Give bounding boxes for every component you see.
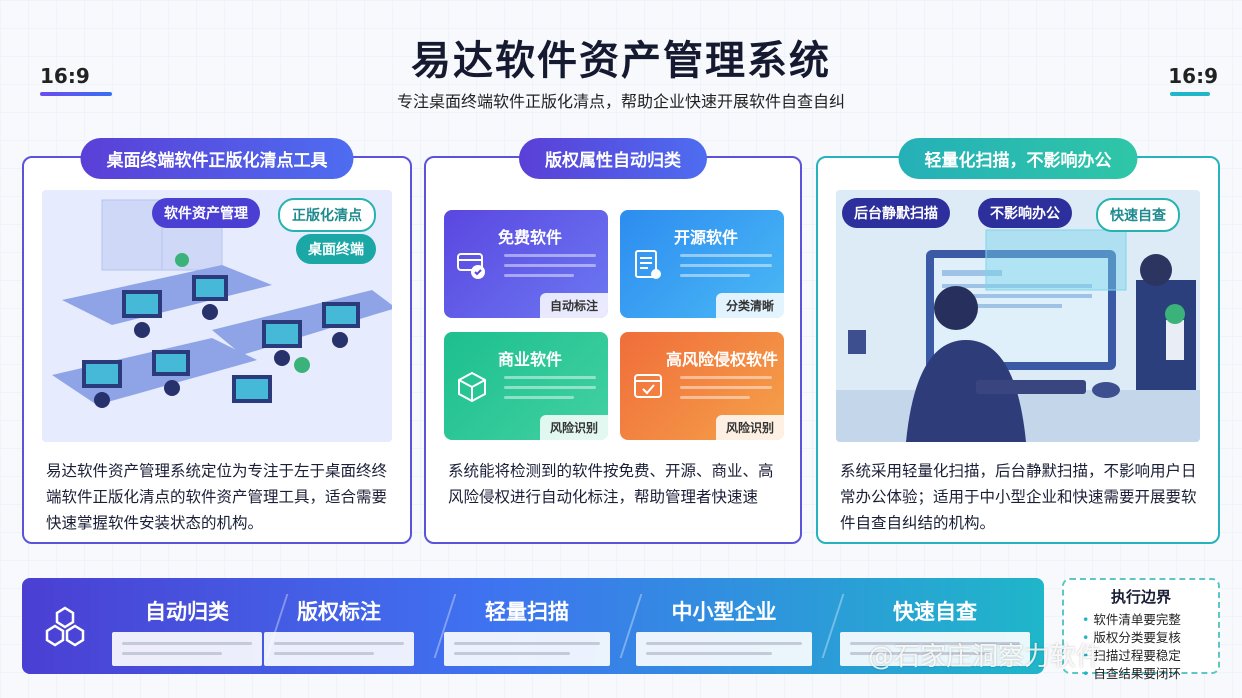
tag-desktop-terminal: 桌面终端 <box>296 234 376 264</box>
tag-silent-scan: 后台静默扫描 <box>842 198 950 228</box>
feature-auto-classify: 自动归类 <box>102 578 272 674</box>
package-box-icon <box>458 371 486 403</box>
feature-light-scan: 轻量扫描 <box>434 578 620 674</box>
tile-open-source: 开源软件 分类清晰 <box>620 210 784 318</box>
aspect-ratio-label-right: 16:9 <box>1168 64 1218 96</box>
card-inventory-tool: 桌面终端软件正版化清点工具 <box>22 138 412 544</box>
tile-name: 商业软件 <box>498 350 563 369</box>
execution-boundary: 执行边界 软件清单要完整 版权分类要复核 扫描过程要稳定 自查结果要闭环 <box>1062 578 1220 681</box>
feature-quick-check: 快速自查 <box>830 578 1040 674</box>
feature-bar: 自动归类 版权标注 轻量扫描 中小型企业 快速自查 <box>22 578 1044 674</box>
card-description: 易达软件资产管理系统定位为专注于左于桌面终终端软件正版化清点的软件资产管理工具，… <box>46 462 388 532</box>
tile-name: 开源软件 <box>674 228 739 247</box>
boundary-item: 自查结果要闭环 <box>1082 665 1218 683</box>
card-description: 系统采用轻量化扫描，后台静默扫描，不影响用户日常办公体验；适用于中小型企业和快速… <box>840 462 1197 532</box>
tile-name: 免费软件 <box>498 228 563 247</box>
feature-name: 轻量扫描 <box>485 600 569 624</box>
warning-window-icon <box>634 374 662 398</box>
page-title: 易达软件资产管理系统 <box>411 38 831 84</box>
coin-shield-icon <box>457 253 485 279</box>
tile-badge: 风险识别 <box>715 415 784 440</box>
document-list-icon <box>635 250 661 279</box>
aspect-ratio-label-left: 16:9 <box>40 64 112 96</box>
tag-asset-management: 软件资产管理 <box>152 198 260 228</box>
card-light-scan: 轻量化扫描，不影响办公 后台静默扫描 不影响办公 快速自查 系统采用轻量化扫描，… <box>816 138 1220 544</box>
boundary-item: 扫描过程要稳定 <box>1082 647 1218 665</box>
tile-free-software: 免费软件 自动标注 <box>444 210 608 318</box>
office-worker-illustration <box>836 190 1200 442</box>
feature-name: 中小型企业 <box>671 600 777 624</box>
feature-sme: 中小型企业 <box>626 578 822 674</box>
tile-badge: 自动标注 <box>539 293 608 318</box>
card-title: 版权属性自动归类 <box>519 138 707 179</box>
card-auto-classify: 版权属性自动归类 免费软件 自动标注 开源软件 分类清晰 商业软件 风险识别 高… <box>424 138 802 544</box>
worker-illustration: 后台静默扫描 不影响办公 快速自查 <box>836 190 1200 442</box>
tag-license-inventory: 正版化清点 <box>278 198 376 232</box>
tile-badge: 分类清晰 <box>715 293 784 318</box>
watermark: @石家庄洞察力软件 <box>868 642 1103 672</box>
feature-copyright-label: 版权标注 <box>254 578 424 674</box>
feature-name: 快速自查 <box>893 600 977 624</box>
tile-high-risk: 高风险侵权软件 风险识别 <box>620 332 784 440</box>
card-title: 桌面终端软件正版化清点工具 <box>80 138 354 179</box>
page-subtitle: 专注桌面终端软件正版化清点，帮助企业快速开展软件自查自纠 <box>396 92 845 111</box>
boundary-item: 软件清单要完整 <box>1082 611 1218 629</box>
cubes-icon <box>45 606 85 647</box>
office-illustration: 软件资产管理 正版化清点 桌面终端 <box>42 190 392 442</box>
tile-name: 高风险侵权软件 <box>666 350 779 369</box>
tile-commercial: 商业软件 风险识别 <box>444 332 608 440</box>
boundary-title: 执行边界 <box>1110 588 1171 606</box>
tag-no-impact: 不影响办公 <box>978 198 1072 228</box>
boundary-item: 版权分类要复核 <box>1082 629 1218 647</box>
feature-name: 自动归类 <box>145 600 229 624</box>
card-description: 系统能将检测到的软件按免费、开源、商业、高风险侵权进行自动化标注，帮助管理者快速… <box>448 462 774 506</box>
tag-quick-check: 快速自查 <box>1096 198 1180 232</box>
tile-badge: 风险识别 <box>539 415 608 440</box>
feature-name: 版权标注 <box>297 600 381 624</box>
card-title: 轻量化扫描，不影响办公 <box>898 138 1138 179</box>
